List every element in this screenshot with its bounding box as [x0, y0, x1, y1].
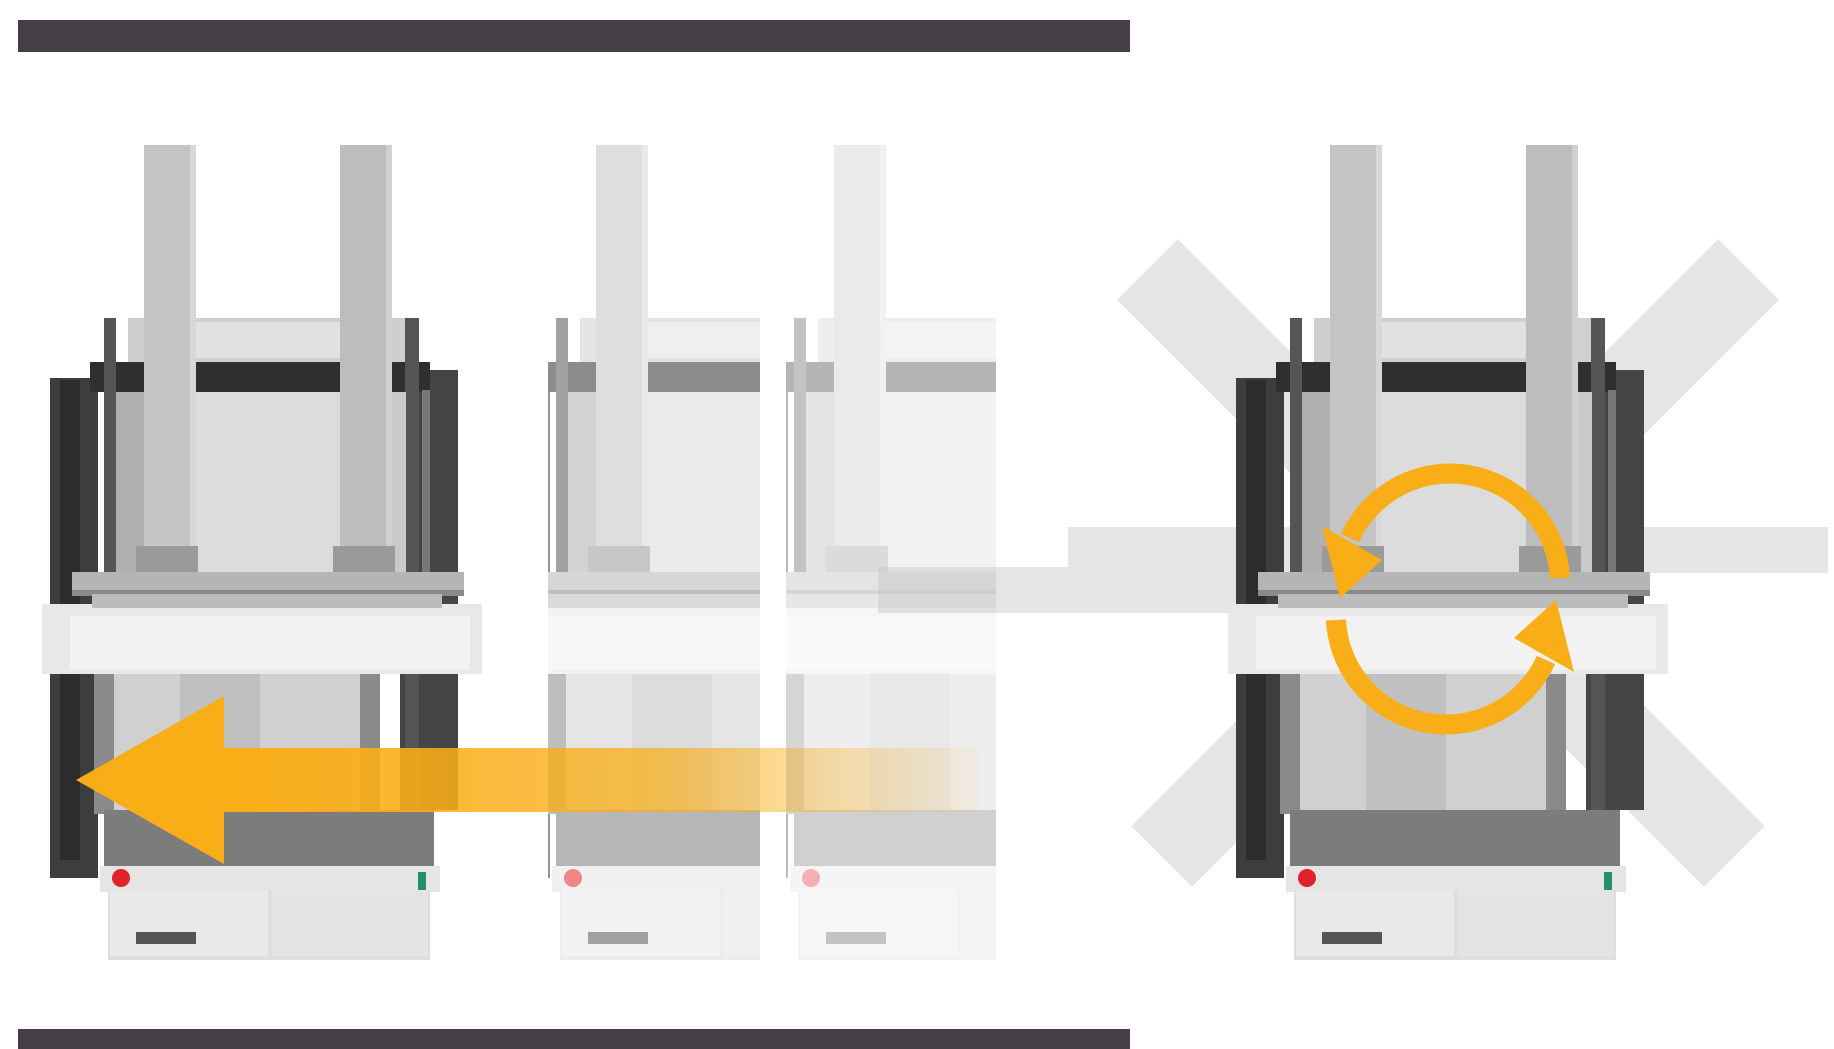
- top-frame-bar: [18, 20, 1130, 52]
- circular-arrows-icon: [1322, 463, 1574, 735]
- bottom-frame-bar: [18, 1029, 1130, 1049]
- machine-right: [1228, 145, 1668, 960]
- machine-left: [42, 145, 482, 960]
- arrow-left-icon: [76, 696, 978, 864]
